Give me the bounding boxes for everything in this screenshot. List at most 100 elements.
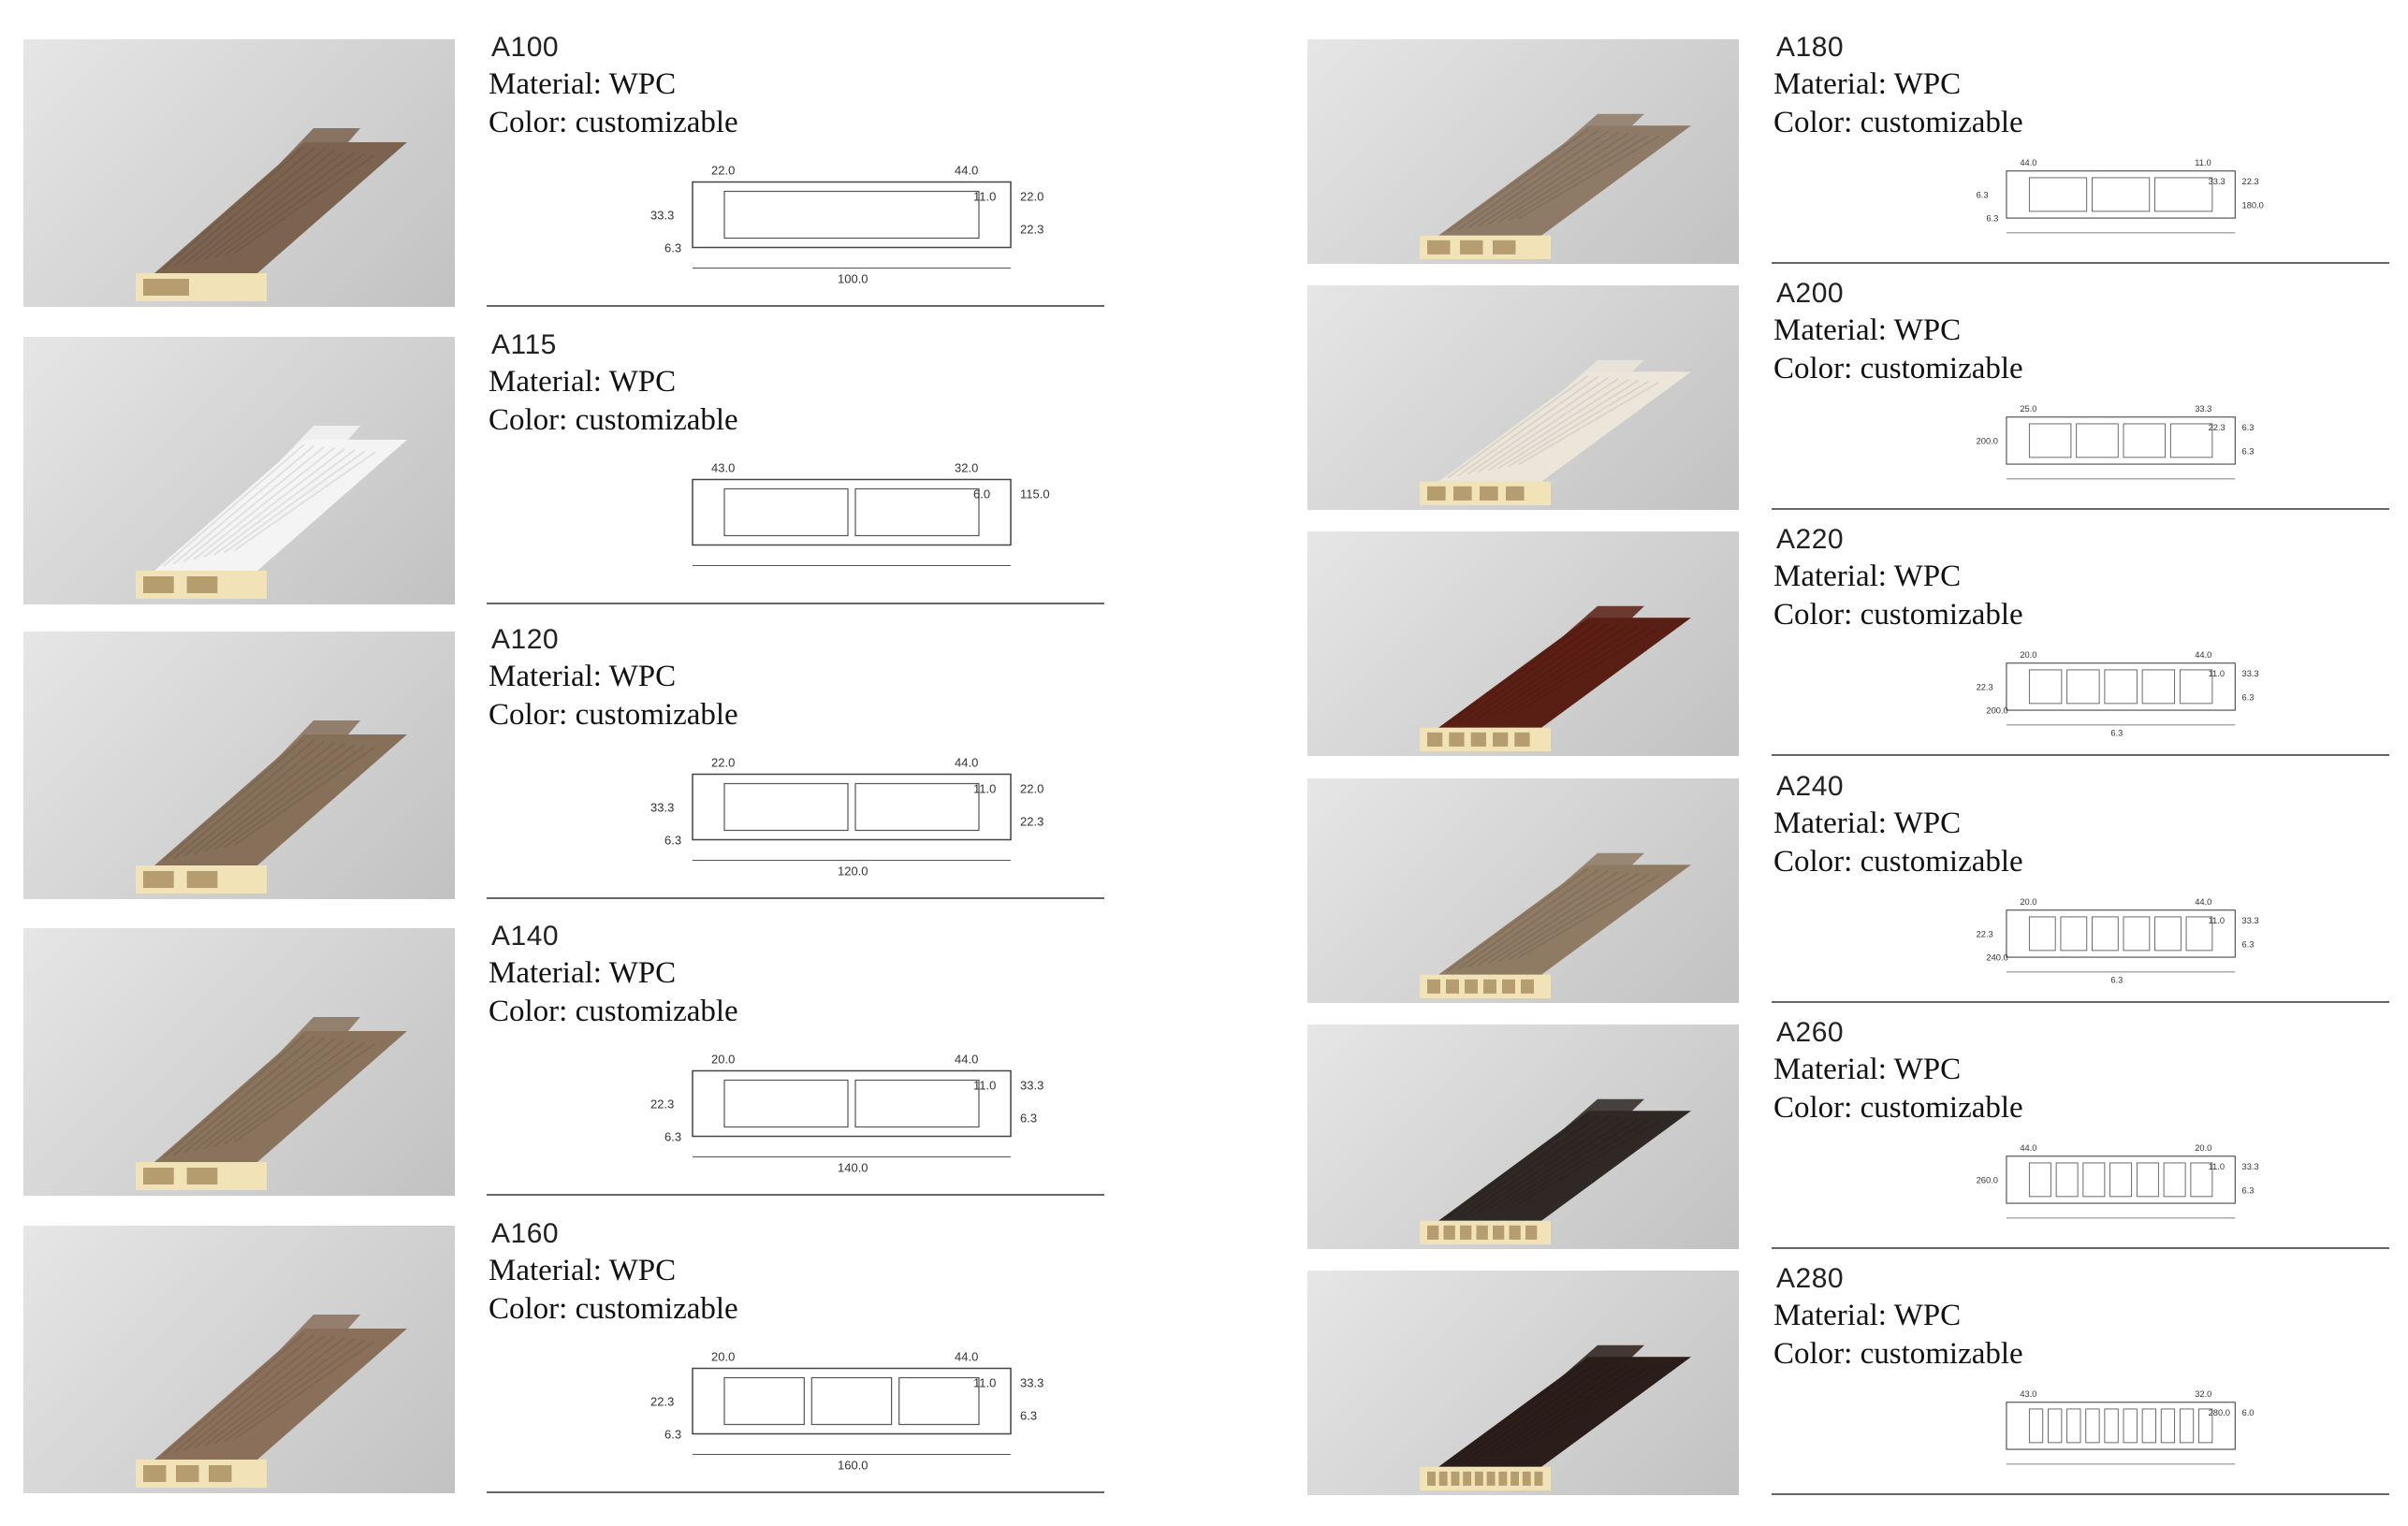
profile-hollow-cell <box>1427 1471 1436 1486</box>
profile-chamber <box>2123 1408 2138 1444</box>
dimension-label: 22.0 <box>1020 190 1043 204</box>
profile-chamber <box>2154 916 2182 952</box>
profile-hollow-cell <box>143 279 189 296</box>
product-color: Color: customizable <box>1773 598 2023 632</box>
product-color: Color: customizable <box>489 1292 738 1326</box>
profile-rebate-face <box>211 720 360 828</box>
wood-grain-line <box>173 739 315 860</box>
product-photo-illustration <box>1420 1344 1691 1490</box>
profile-hollow-cell <box>1480 486 1498 501</box>
wood-grain-line <box>224 745 366 849</box>
dimension-label: 22.0 <box>1020 782 1043 796</box>
wood-grain-line <box>1487 132 1629 225</box>
wood-grain-line <box>1457 868 1599 970</box>
product-photo <box>1307 285 1739 510</box>
dimension-label: 33.3 <box>2242 1162 2259 1171</box>
profile-hollow-cell <box>1427 486 1446 501</box>
dimension-label: 22.0 <box>711 756 735 770</box>
product-photo <box>23 632 455 899</box>
profile-chamber <box>2169 423 2213 458</box>
product-photo-illustration <box>136 720 407 894</box>
dimension-label: 11.0 <box>973 190 996 204</box>
profile-chamber <box>2048 1408 2063 1444</box>
profile-chamber <box>2141 669 2176 705</box>
dimension-label: 20.0 <box>711 1053 735 1067</box>
wood-grain-line <box>1467 1361 1610 1461</box>
profile-chamber <box>2028 669 2063 705</box>
wood-grain-line <box>224 1041 366 1145</box>
wood-grain-line <box>1467 130 1610 229</box>
profile-hollow-cell <box>186 576 218 593</box>
profile-outline <box>2006 416 2236 465</box>
product-photo-illustration <box>136 1017 407 1190</box>
wood-grain-line <box>213 1338 356 1445</box>
profile-chamber <box>2028 1408 2044 1444</box>
profile-hollow-cell <box>1525 1225 1538 1240</box>
wood-grain-line <box>193 741 336 855</box>
profile-chamber <box>2136 1162 2159 1198</box>
profile-chamber <box>2185 916 2213 952</box>
profile-chamber <box>854 1079 980 1128</box>
dimension-label: 11.0 <box>973 1079 996 1093</box>
wood-grain-line <box>182 445 326 562</box>
profile-hollow-cell <box>1498 1471 1508 1486</box>
wood-grain-line <box>1477 623 1620 719</box>
dimension-label: 22.0 <box>711 164 735 178</box>
dimension-label: 20.0 <box>2195 1143 2211 1153</box>
dimension-label: 22.3 <box>1977 930 1993 939</box>
dimension-label: 44.0 <box>955 164 978 178</box>
profile-chamber <box>2060 916 2088 952</box>
profile-hollow-cell <box>1493 240 1516 254</box>
profile-outline <box>692 1367 1012 1435</box>
product-photo-illustration <box>136 426 407 599</box>
wood-grain-line <box>203 743 345 853</box>
profile-chamber <box>2190 1162 2213 1198</box>
product-photo <box>1307 1271 1739 1495</box>
profile-chamber <box>723 190 980 240</box>
profile-hollow-cell <box>1451 1471 1460 1486</box>
product-color: Color: customizable <box>1773 106 2023 139</box>
product-code: A240 <box>1776 771 1845 802</box>
dimension-label: 6.3 <box>664 241 681 255</box>
profile-rebate-face <box>211 1315 360 1422</box>
product-material: Material: WPC <box>1773 560 1962 593</box>
profile-rebate-face <box>211 1017 360 1125</box>
wood-grain-line <box>224 1339 366 1443</box>
dimension-label: 6.0 <box>973 487 990 501</box>
wood-grain-line <box>193 1335 336 1449</box>
dimension-label: 6.3 <box>1986 214 1998 224</box>
wood-grain-line <box>1457 621 1599 723</box>
profile-chamber <box>723 1079 849 1128</box>
dimension-label: 200.0 <box>1986 706 2007 716</box>
profile-outline <box>2006 1155 2236 1204</box>
dimension-label: 25.0 <box>2020 404 2036 414</box>
profile-outline <box>692 773 1012 841</box>
product-photo-illustration <box>1420 113 1691 259</box>
profile-hollow-cell <box>1476 1225 1488 1240</box>
product-photo-illustration <box>136 1315 407 1488</box>
profile-chamber <box>2082 1162 2106 1198</box>
dimension-label: 32.0 <box>2195 1389 2211 1399</box>
dimension-label: 20.0 <box>711 1350 735 1364</box>
dimension-label: 44.0 <box>955 1350 978 1364</box>
wood-grain-line <box>1518 1366 1660 1451</box>
dimension-label: 20.0 <box>2020 650 2036 660</box>
product-photo-illustration <box>136 128 407 301</box>
wood-grain-line <box>193 1038 336 1152</box>
profile-hollow-cell <box>1483 979 1496 994</box>
dimension-label: 33.3 <box>2209 177 2226 186</box>
wood-grain-line <box>1518 874 1660 959</box>
wood-grain-line <box>1447 374 1589 479</box>
dimension-label: 22.3 <box>1020 223 1043 237</box>
